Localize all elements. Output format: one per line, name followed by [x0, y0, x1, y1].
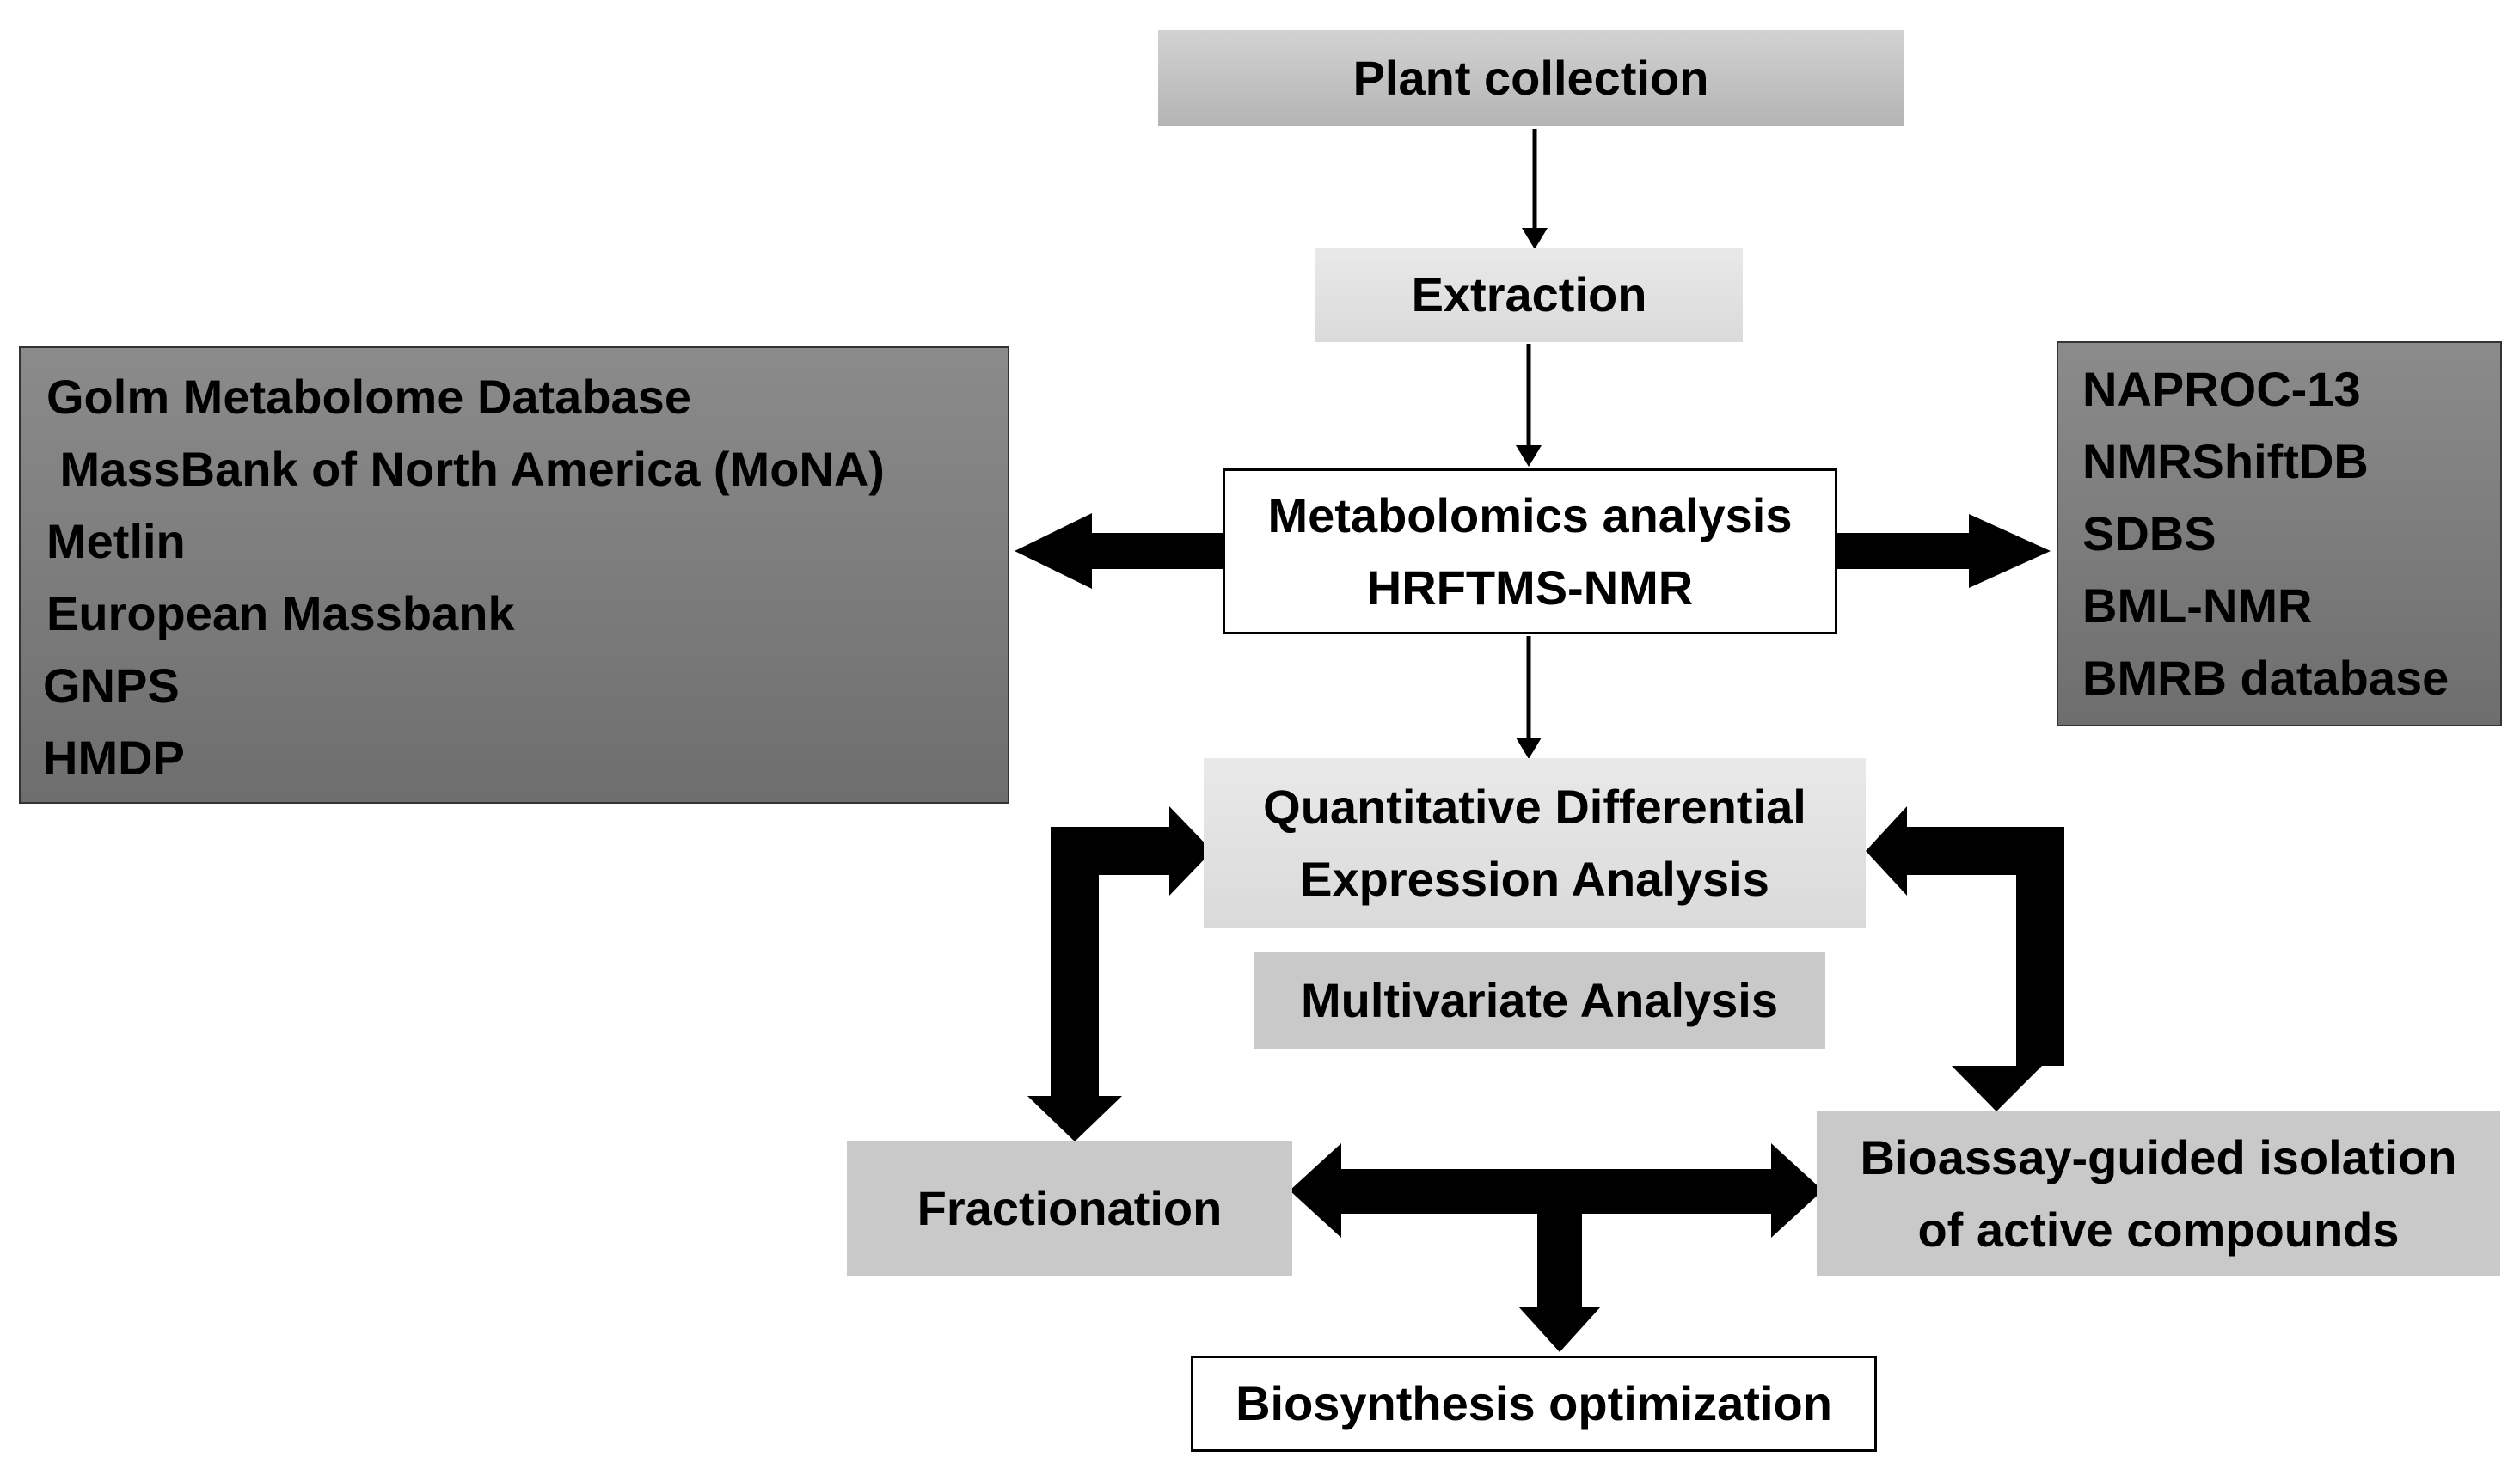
node-multivariate-analysis: Multivariate Analysis [1254, 952, 1825, 1049]
nmr-database-item: SDBS [2082, 506, 2216, 560]
ms-database-item: GNPS [43, 658, 180, 713]
double-arrow-fractionation-bioassay [1290, 1143, 1823, 1238]
fractionation-label: Fractionation [917, 1181, 1223, 1235]
nmr-database-item: BMRB database [2082, 651, 2449, 705]
node-biosynthesis-optimization: Biosynthesis optimization [1191, 1356, 1877, 1452]
multivariate-label: Multivariate Analysis [1300, 973, 1779, 1027]
ms-database-item: HMDP [43, 731, 185, 785]
arrowhead-collection-to-extraction [1522, 228, 1548, 249]
elbow-arrow-bioassay [1866, 806, 2064, 1111]
metabolomics-line-1: Metabolomics analysis [1267, 487, 1793, 542]
node-bioassay-isolation: Bioassay-guided isolation of active comp… [1817, 1111, 2500, 1276]
node-plant-collection: Plant collection [1158, 30, 1904, 126]
node-ms-databases: Golm Metabolome Database MassBank of Nor… [19, 346, 1009, 804]
extraction-label: Extraction [1411, 267, 1647, 321]
ms-database-item: European Massbank [46, 586, 515, 640]
quantitative-line-1: Quantitative Differential [1263, 780, 1806, 834]
arrowhead-metabolomics-to-quantitative [1516, 738, 1542, 759]
bioassay-line-2: of active compounds [1917, 1203, 2400, 1257]
quantitative-line-2: Expression Analysis [1300, 852, 1769, 906]
biosynthesis-label: Biosynthesis optimization [1235, 1376, 1832, 1430]
ms-database-item: Metlin [46, 514, 186, 568]
nmr-database-item: NMRShiftDB [2082, 434, 2369, 488]
nmr-database-item: BML-NMR [2082, 578, 2313, 633]
arrow-to-biosynthesis [1518, 1214, 1601, 1352]
arrow-to-nmr-databases [1837, 514, 2051, 588]
node-metabolomics-analysis: Metabolomics analysis HRFTMS-NMR [1223, 468, 1837, 634]
ms-database-item: MassBank of North America (MoNA) [46, 442, 885, 496]
node-fractionation: Fractionation [847, 1141, 1292, 1276]
nmr-database-item: NAPROC-13 [2082, 362, 2361, 416]
plant-collection-label: Plant collection [1352, 51, 1709, 105]
elbow-arrow-fractionation [1027, 806, 1212, 1142]
arrow-to-ms-databases [1015, 513, 1223, 589]
arrowhead-extraction-to-metabolomics [1516, 445, 1542, 467]
metabolomics-line-2: HRFTMS-NMR [1366, 560, 1694, 615]
node-extraction: Extraction [1315, 248, 1743, 342]
node-nmr-databases: NAPROC-13 NMRShiftDB SDBS BML-NMR BMRB d… [2057, 341, 2502, 726]
ms-database-item: Golm Metabolome Database [46, 370, 691, 424]
node-quantitative-analysis: Quantitative Differential Expression Ana… [1204, 758, 1866, 928]
bioassay-line-1: Bioassay-guided isolation [1860, 1130, 2457, 1184]
